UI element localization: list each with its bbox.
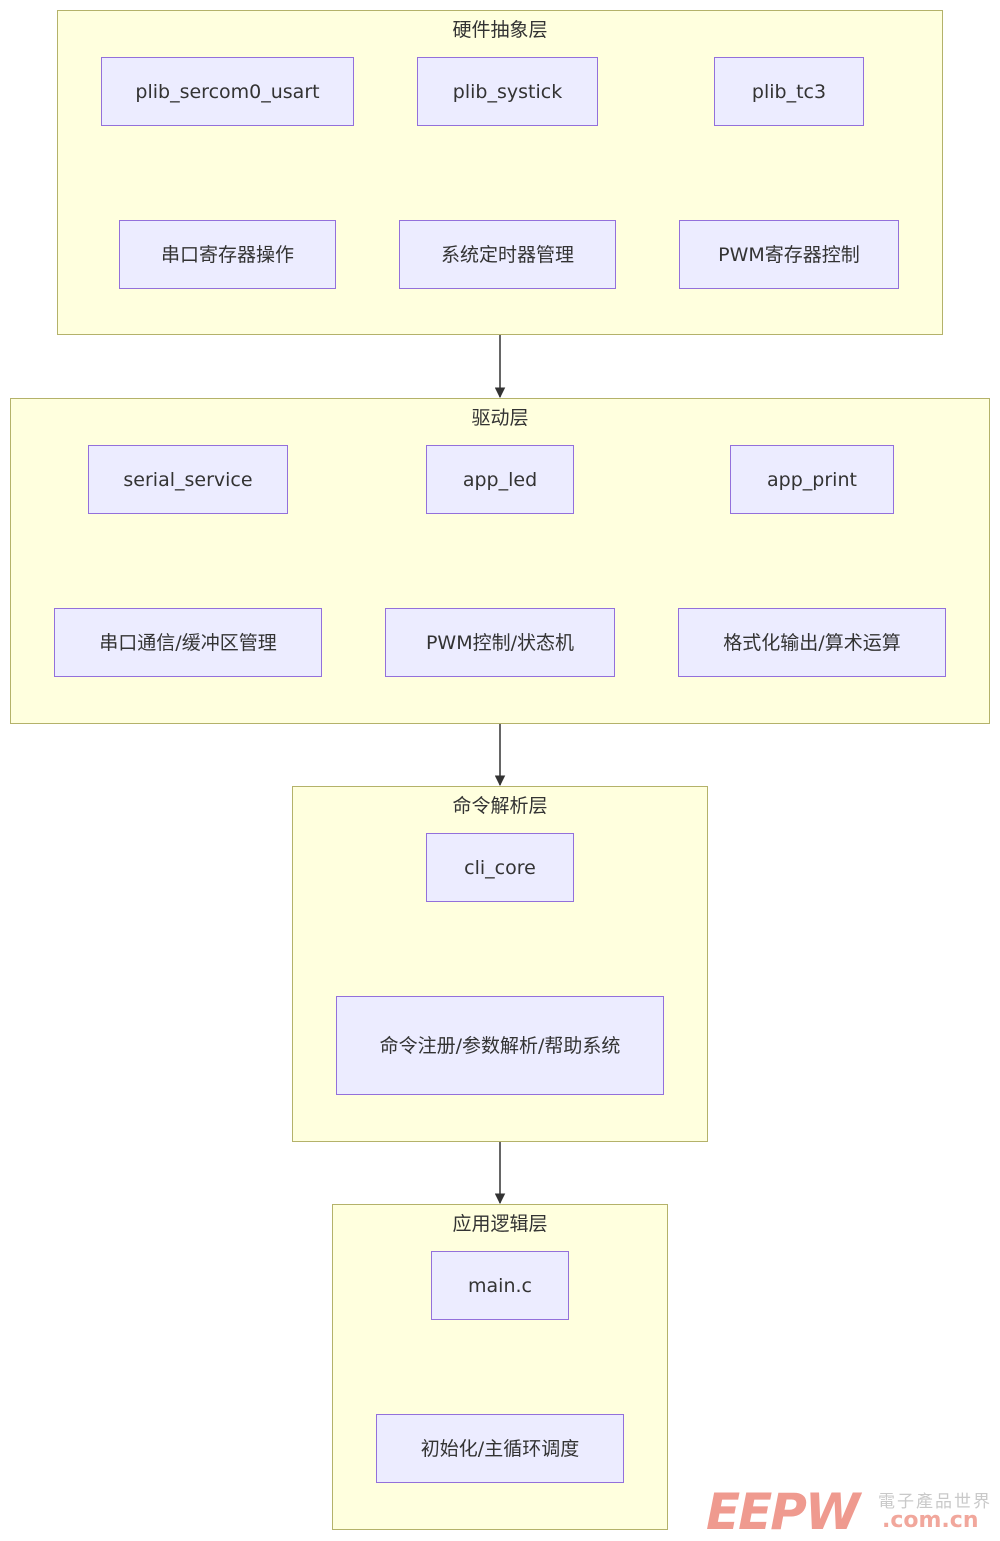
node-app-print[interactable]: app_print <box>730 445 894 514</box>
node-main-c[interactable]: main.c <box>431 1251 569 1320</box>
eepw-url: .com.cn <box>882 1508 979 1533</box>
group-title-app: 应用逻辑层 <box>452 1213 548 1235</box>
eepw-logo: EEPW <box>706 1483 860 1541</box>
node-serial-service[interactable]: serial_service <box>88 445 288 514</box>
node-pwm-state-machine[interactable]: PWM控制/状态机 <box>385 608 615 677</box>
node-format-output-arithmetic[interactable]: 格式化输出/算术运算 <box>678 608 946 677</box>
node-plib-tc3[interactable]: plib_tc3 <box>714 57 864 126</box>
node-command-register-parse-help[interactable]: 命令注册/参数解析/帮助系统 <box>336 996 664 1095</box>
node-init-main-loop[interactable]: 初始化/主循环调度 <box>376 1414 624 1483</box>
group-title-driver: 驱动层 <box>471 407 529 429</box>
node-usart-register-ops[interactable]: 串口寄存器操作 <box>119 220 336 289</box>
node-plib-systick[interactable]: plib_systick <box>417 57 598 126</box>
node-cli-core[interactable]: cli_core <box>426 833 574 902</box>
node-pwm-register-control[interactable]: PWM寄存器控制 <box>679 220 899 289</box>
group-title-hal: 硬件抽象层 <box>452 19 548 41</box>
eepw-watermark: EEPW 電子產品世界 .com.cn <box>706 1484 1000 1540</box>
node-systick-management[interactable]: 系统定时器管理 <box>399 220 616 289</box>
node-serial-buffer-management[interactable]: 串口通信/缓冲区管理 <box>54 608 322 677</box>
group-title-cli: 命令解析层 <box>452 795 548 817</box>
node-plib-sercom0-usart[interactable]: plib_sercom0_usart <box>101 57 354 126</box>
eepw-tagline: 電子產品世界 <box>878 1492 992 1512</box>
node-app-led[interactable]: app_led <box>426 445 574 514</box>
